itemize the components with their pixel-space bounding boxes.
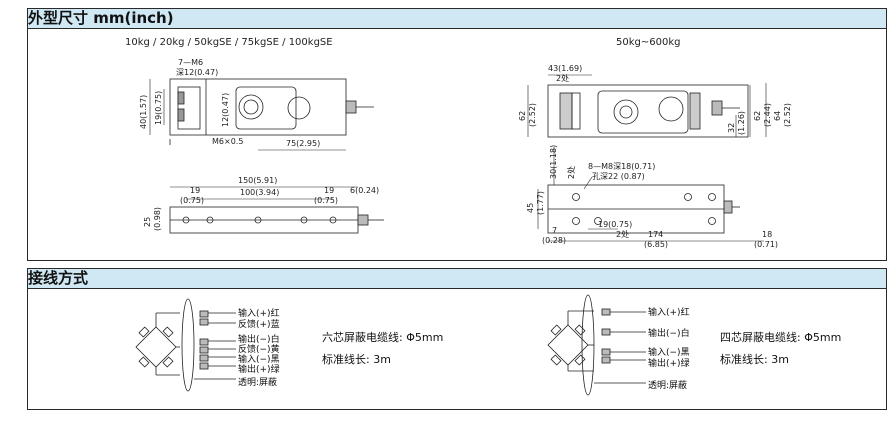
lt-h-inner: 19(0.75): [154, 91, 163, 125]
lt-h-center: 12(0.47): [221, 93, 230, 127]
four-length: 标准线长: 3m: [720, 352, 789, 366]
lb-width-in: (0.98): [153, 207, 162, 231]
lt-thread2: M6×0.5: [212, 137, 243, 146]
rt-h-r1: 62: [753, 111, 762, 121]
six-label-0: 输入(+)红: [238, 307, 280, 319]
lb-inner: 100(3.94): [240, 188, 279, 197]
four-label-3: 输出(+)绿: [648, 357, 690, 369]
rt-h-left: 62: [518, 111, 527, 121]
dimensions-section: 外型尺寸 mm(inch) 10kg / 20kg / 50kgSE / 75k…: [27, 8, 887, 261]
wiring-drawing: 输入(+)红 反馈(+)蓝 输出(−)白 反馈(−)黄 输入(−)黑 输出(+)…: [135, 294, 841, 396]
rb-left-end-in: (0.28): [542, 236, 566, 245]
six-label-2: 输出(−)白: [238, 333, 280, 345]
rt-h-r2-in: (2.52): [783, 103, 792, 127]
rb-len: 174: [648, 230, 663, 239]
left-bottom-view: [169, 206, 384, 234]
left-top-view: [169, 78, 374, 145]
lb-right-off: 19: [324, 186, 334, 195]
rt-h-r1-in: (2.44): [763, 103, 772, 127]
wiring-title: 接线方式: [28, 269, 886, 289]
rb-thread: 8—M8深18(0.71): [588, 162, 655, 171]
six-label-1: 反馈(+)蓝: [238, 318, 280, 330]
rt-h-small-in: (1.26): [737, 111, 746, 135]
rb-h-mid: 45: [526, 203, 535, 213]
rb-h-mid-in: (1.77): [536, 191, 545, 215]
four-spec: 四芯屏蔽电缆线: Φ5mm: [720, 330, 841, 344]
lb-left-off-in: (0.75): [180, 196, 204, 205]
six-wire-bridge: [135, 298, 236, 392]
rt-h-small: 32: [727, 123, 736, 133]
four-label-1: 输出(−)白: [648, 327, 690, 339]
right-subtitle: 50kg~600kg: [616, 37, 680, 48]
six-label-6: 透明:屏蔽: [238, 376, 277, 388]
four-label-4: 透明:屏蔽: [648, 379, 687, 391]
four-label-0: 输入(+)红: [648, 306, 690, 318]
rb-cable-in: (0.71): [754, 240, 778, 249]
dimensions-title: 外型尺寸 mm(inch): [28, 9, 886, 29]
six-label-4: 输入(−)黑: [238, 353, 280, 365]
rb-hole-off: 19(0.75): [598, 220, 632, 229]
six-spec: 六芯屏蔽电缆线: Φ5mm: [322, 330, 443, 344]
rb-cable: 18: [762, 230, 772, 239]
lt-thread: 7—M6: [178, 58, 203, 67]
rt-pos: 2处: [556, 73, 569, 83]
six-length: 标准线长: 3m: [322, 352, 391, 366]
lb-end: 6(0.24): [350, 186, 379, 195]
lb-total: 150(5.91): [238, 176, 277, 185]
rb-pos: 2处: [566, 166, 576, 179]
right-top-view: [547, 84, 749, 138]
dimensions-drawing: 10kg / 20kg / 50kgSE / 75kgSE / 100kgSE …: [125, 37, 792, 249]
lb-left-off: 19: [190, 186, 200, 195]
six-label-5: 输出(+)绿: [238, 363, 280, 375]
four-label-2: 输入(−)黑: [648, 346, 690, 358]
rb-left-end: 7: [552, 226, 557, 235]
rb-h-top: 30(1.18): [549, 145, 558, 179]
rb-len-in: (6.85): [644, 240, 668, 249]
right-bottom-view: [547, 184, 740, 234]
rt-offset: 43(1.69): [548, 64, 582, 73]
rt-h-left-in: (2.52): [528, 103, 537, 127]
wiring-section: 接线方式: [27, 268, 887, 410]
rt-h-r2: 64: [773, 111, 782, 121]
lt-depth: 深12(0.47): [176, 68, 218, 77]
left-subtitle: 10kg / 20kg / 50kgSE / 75kgSE / 100kgSE: [125, 37, 333, 48]
rb-pos2: 2处: [616, 229, 629, 239]
lt-len: 75(2.95): [286, 139, 320, 148]
lb-right-off-in: (0.75): [314, 196, 338, 205]
six-label-3: 反馈(−)黄: [238, 343, 280, 355]
four-wire-bridge: [547, 294, 646, 396]
lb-width: 25: [143, 217, 152, 227]
lt-h-overall: 40(1.57): [139, 95, 148, 129]
rb-hole: 孔深22 (0.87): [592, 172, 645, 181]
